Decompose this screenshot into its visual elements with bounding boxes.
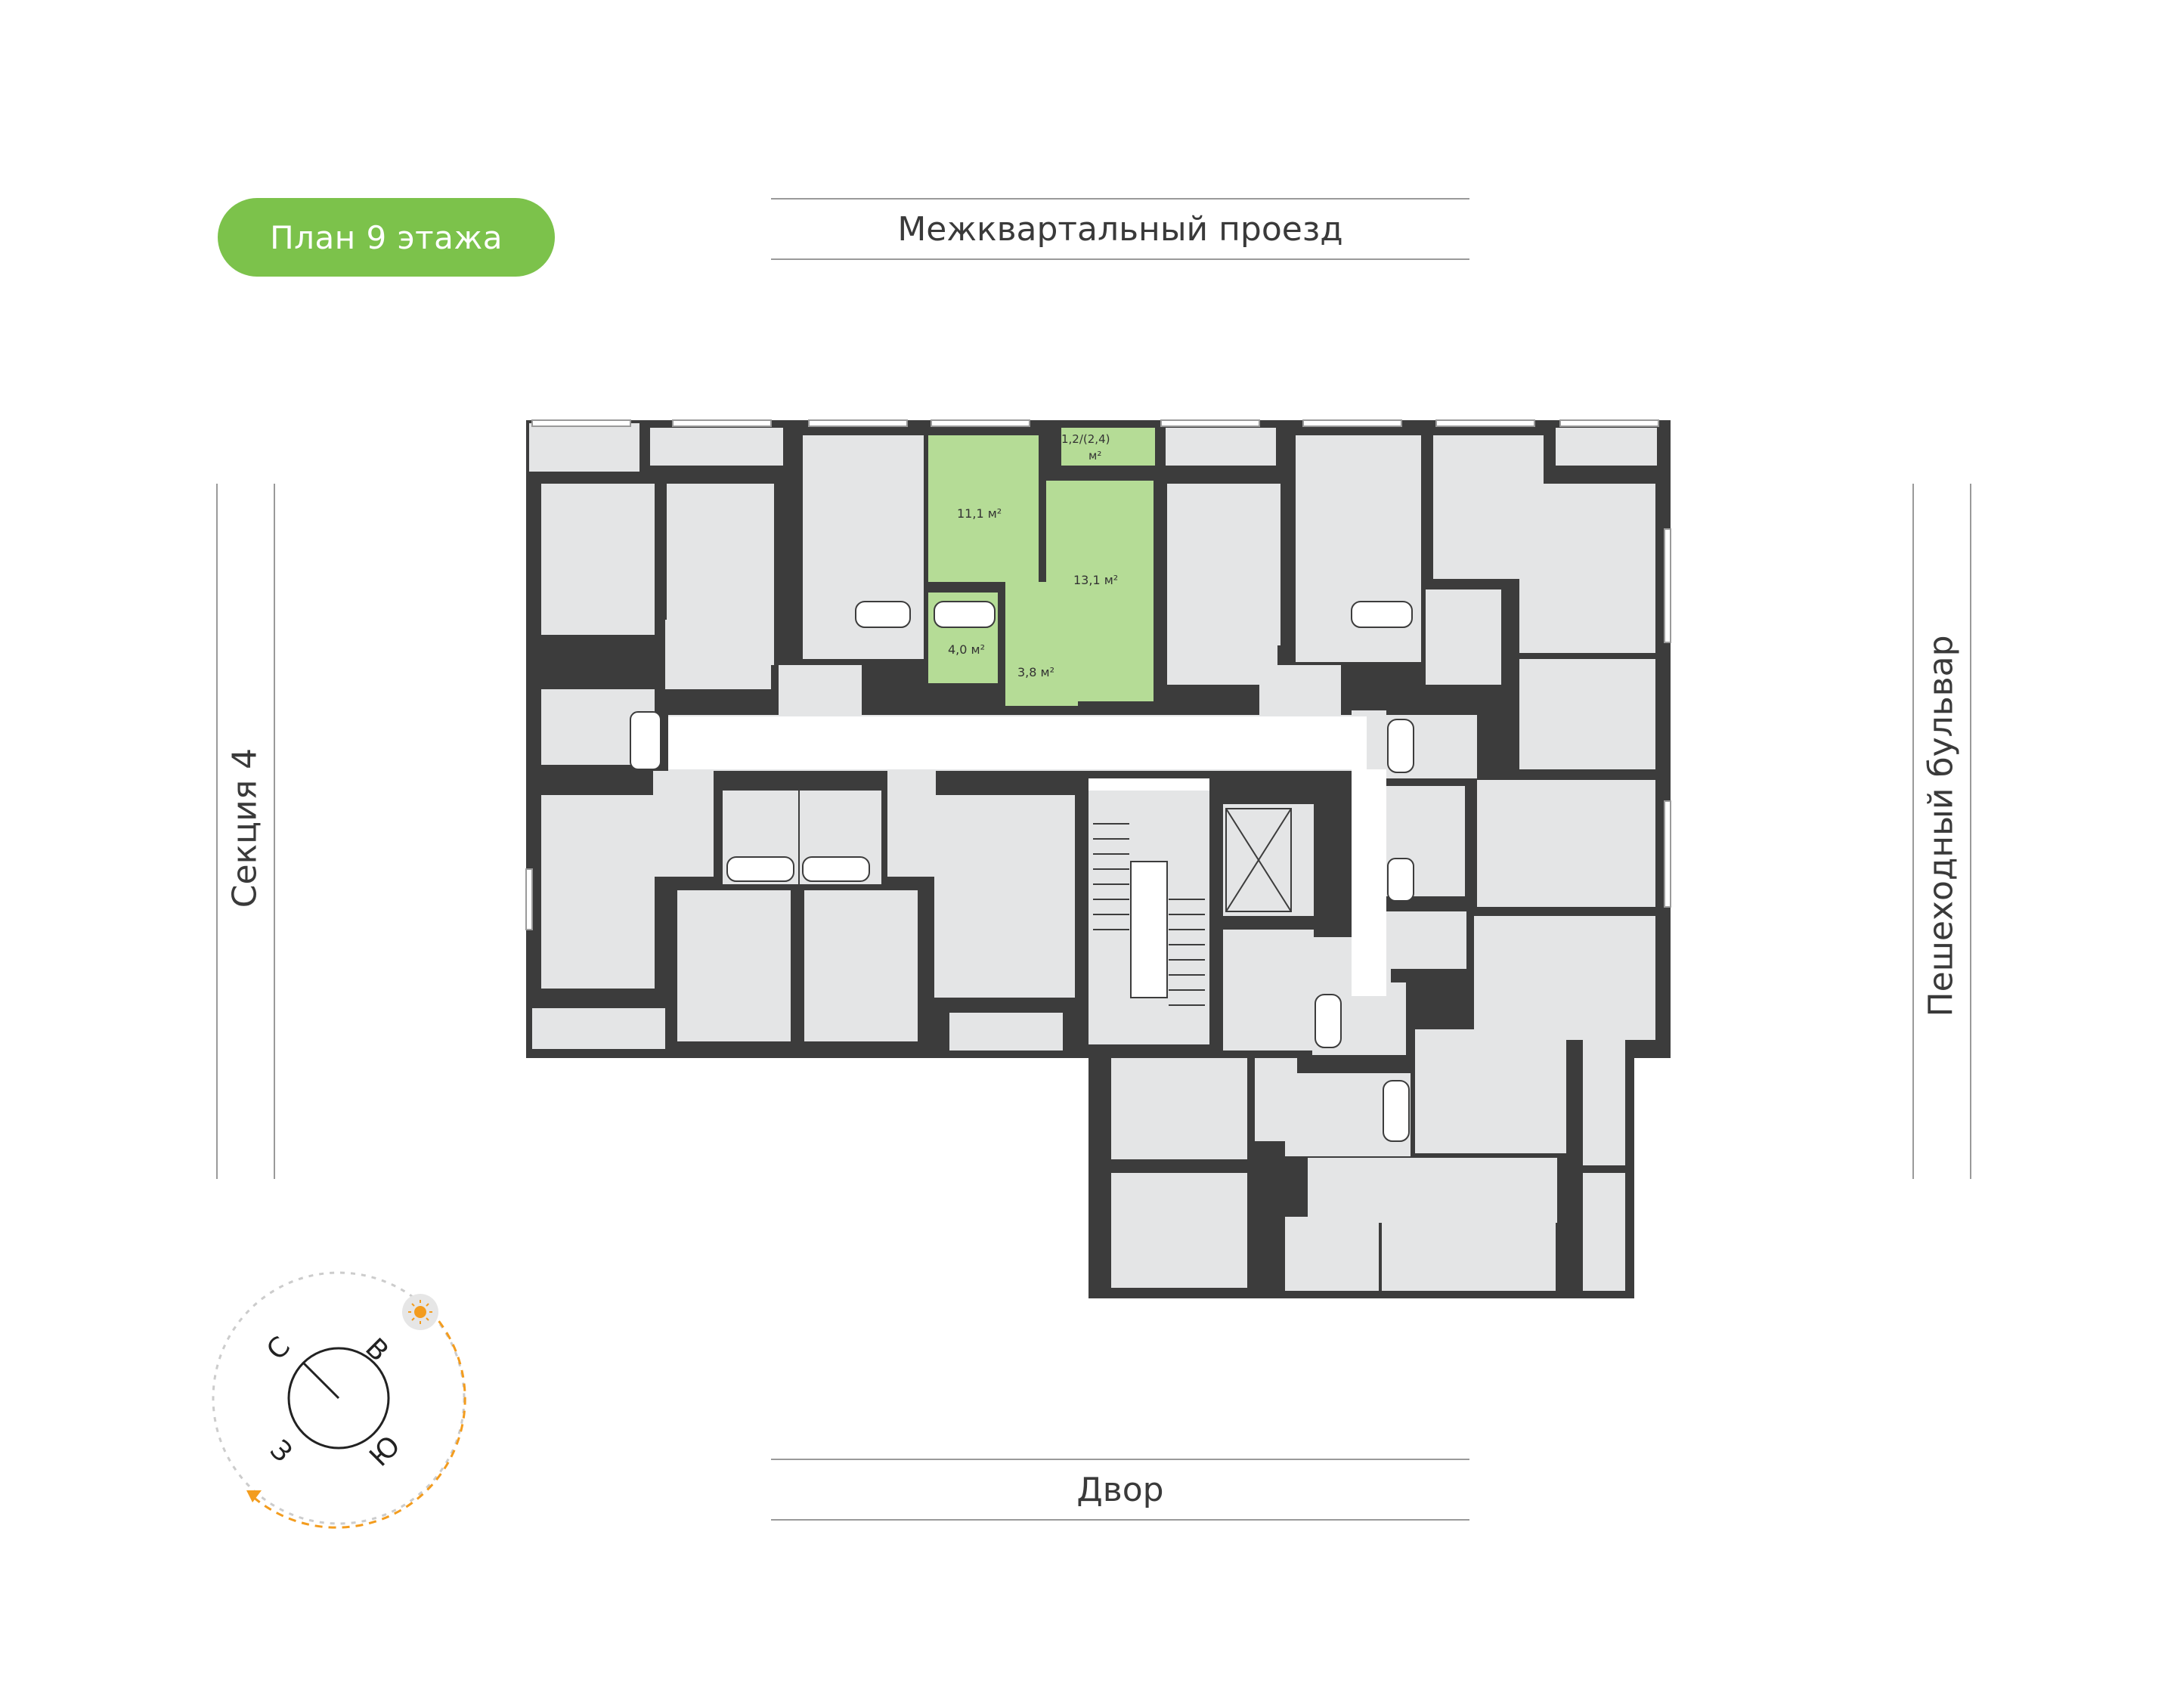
corridor — [668, 716, 1386, 996]
room-area-label: 3,8 м² — [1017, 665, 1055, 679]
room-area-label: 11,1 м² — [957, 506, 1002, 521]
west-street-line — [216, 484, 218, 1179]
room-area-label: 4,0 м² — [948, 642, 986, 657]
staircase — [1093, 823, 1205, 1006]
room-area-label: 13,1 м² — [1073, 573, 1119, 587]
bathtubs — [630, 601, 1414, 1142]
street-south: Двор — [771, 1459, 1469, 1521]
floor-label-badge: План 9 этажа — [218, 198, 555, 277]
elevator — [1225, 808, 1292, 912]
west-street-line — [274, 484, 275, 1179]
windows — [525, 419, 1671, 930]
east-street-line — [1970, 484, 1971, 1179]
east-street-line — [1912, 484, 1914, 1179]
street-north: Межквартальный проезд — [771, 198, 1469, 260]
balcony-area-label: 1,2/(2,4) — [1061, 432, 1110, 446]
balcony-area-unit: м² — [1088, 449, 1102, 463]
